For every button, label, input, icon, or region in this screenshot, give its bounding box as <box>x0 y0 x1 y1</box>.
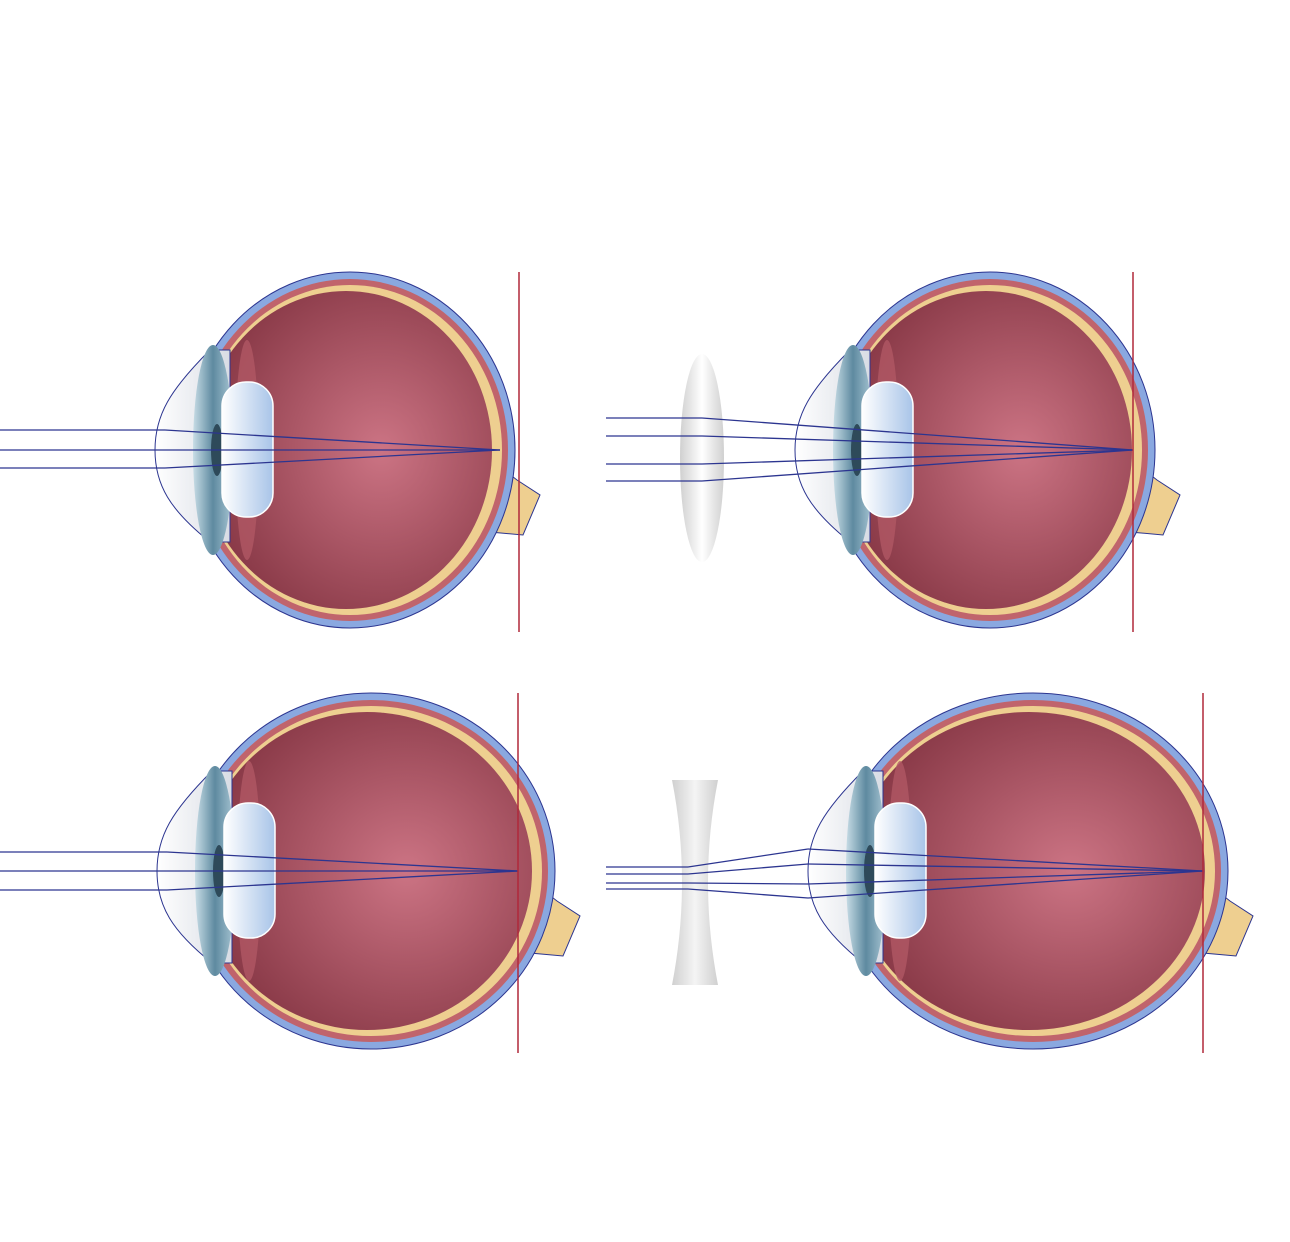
pupil <box>851 424 863 476</box>
panel-hyperopia-uncorrected <box>0 271 541 632</box>
convex-lens <box>680 354 724 562</box>
pupil <box>864 845 876 897</box>
light-ray <box>687 882 809 885</box>
light-ray <box>701 449 1134 482</box>
panel-myopia-uncorrected <box>0 692 581 1053</box>
light-ray <box>164 449 501 469</box>
light-ray <box>687 863 809 875</box>
light-ray <box>701 435 1134 451</box>
panel-myopia-corrected-concave-lens <box>606 692 1254 1053</box>
light-ray <box>807 870 1204 899</box>
light-ray <box>807 870 1204 885</box>
light-ray <box>164 429 501 451</box>
light-ray <box>807 848 1204 872</box>
light-ray <box>687 848 809 868</box>
light-ray <box>701 449 1134 465</box>
light-ray <box>166 870 519 891</box>
crystalline-lens <box>861 381 914 518</box>
light-ray <box>701 417 1134 451</box>
vitreous-body <box>840 291 1132 609</box>
light-ray <box>166 851 519 872</box>
light-ray <box>687 888 809 899</box>
vitreous-body <box>853 712 1205 1030</box>
crystalline-lens <box>874 802 927 939</box>
panel-hyperopia-corrected-convex-lens <box>606 271 1181 632</box>
light-ray <box>807 863 1204 872</box>
